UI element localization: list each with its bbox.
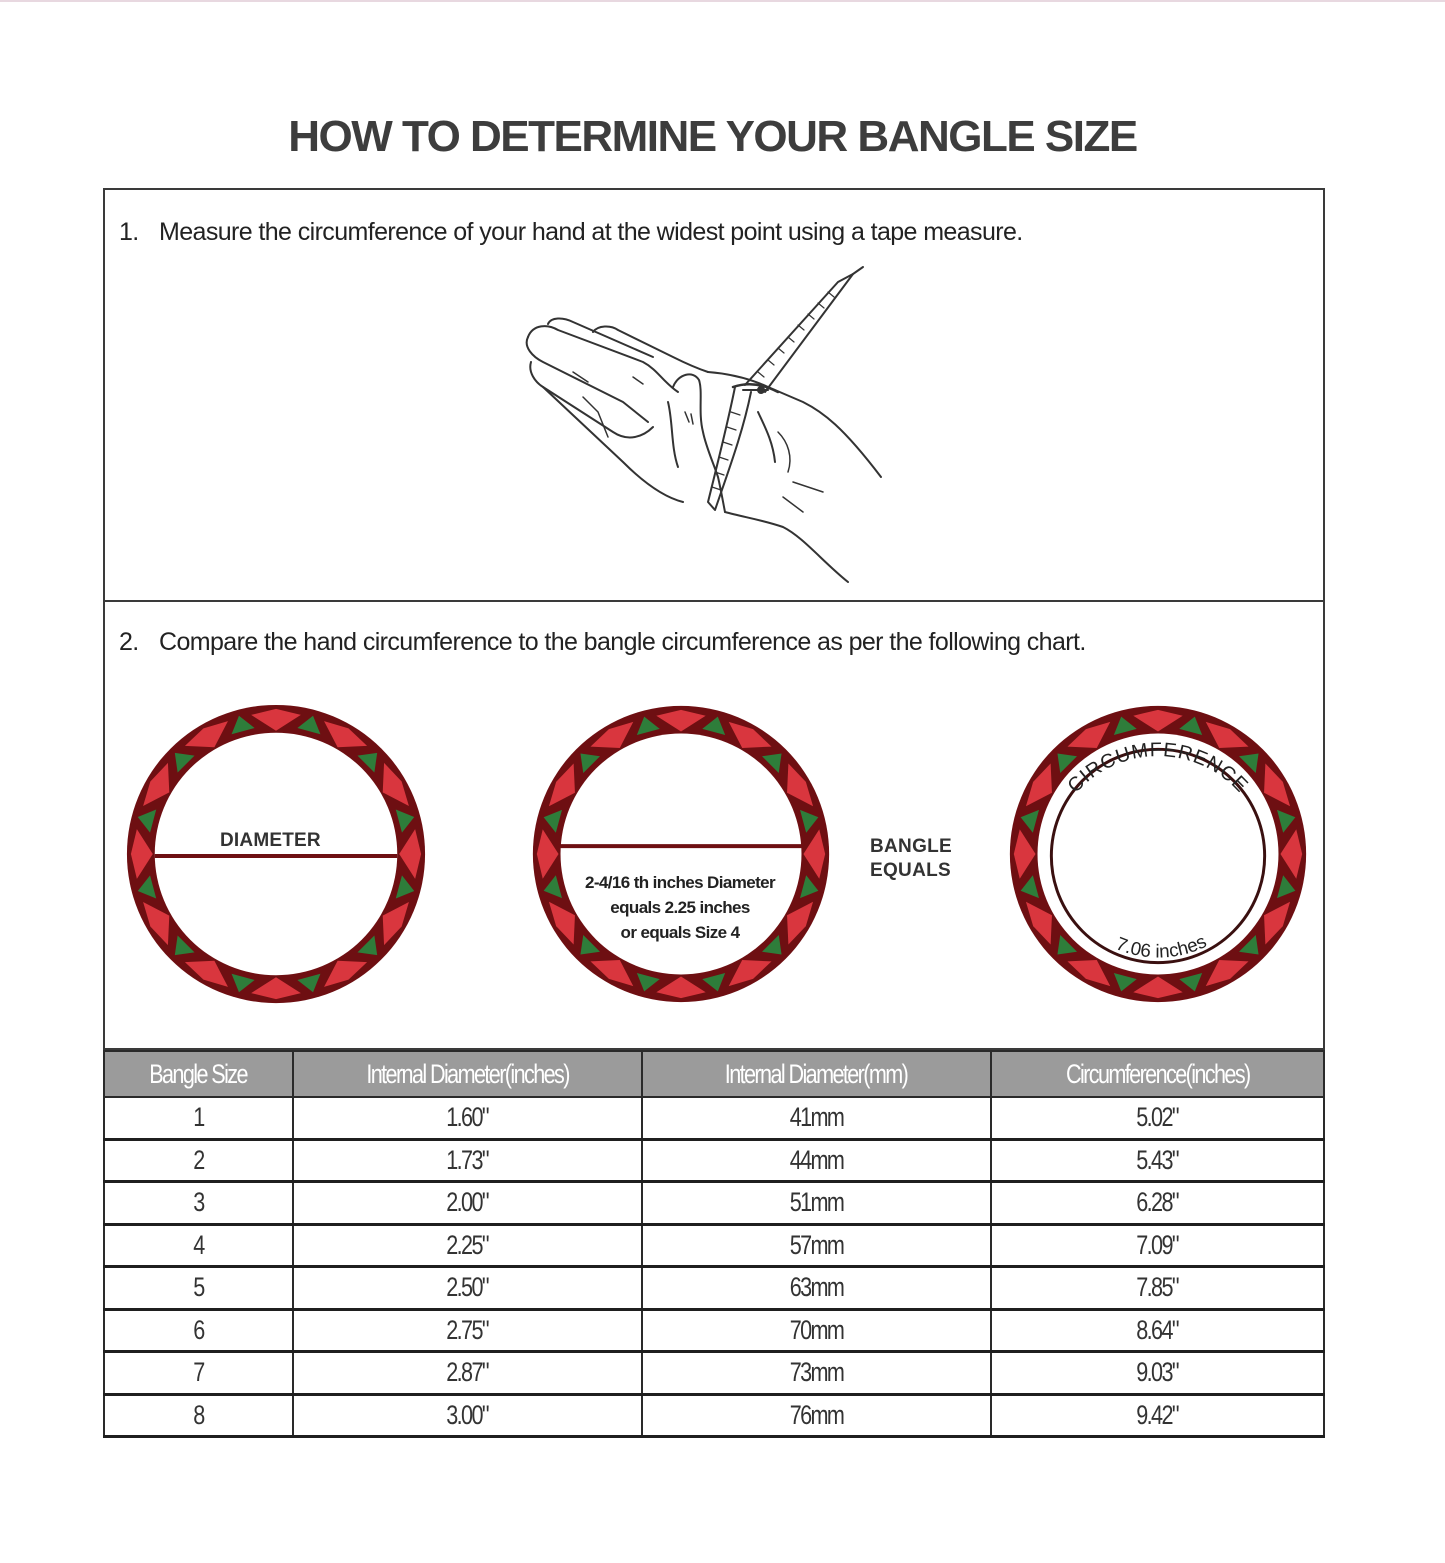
cell-diameter-mm: 73mm bbox=[641, 1350, 992, 1396]
bangle-size-table: Bangle Size Internal Diameter(inches) In… bbox=[103, 1050, 1325, 1438]
cell-diameter-inches: 2.50" bbox=[292, 1265, 643, 1311]
cell-size: 5 bbox=[103, 1265, 294, 1311]
cell-diameter-mm: 51mm bbox=[641, 1180, 992, 1226]
cell-diameter-mm: 63mm bbox=[641, 1265, 992, 1311]
cell-diameter-inches: 2.75" bbox=[292, 1308, 643, 1353]
cell-circumference: 5.02" bbox=[990, 1096, 1325, 1141]
column-header-diameter-mm: Internal Diameter(mm) bbox=[641, 1050, 992, 1098]
cell-size: 8 bbox=[103, 1393, 294, 1438]
cell-circumference: 7.85" bbox=[990, 1265, 1325, 1311]
cell-diameter-inches: 1.73" bbox=[292, 1138, 643, 1183]
column-header-bangle-size: Bangle Size bbox=[103, 1050, 294, 1098]
cell-circumference: 7.09" bbox=[990, 1223, 1325, 1268]
step-2: 2. Compare the hand circumference to the … bbox=[119, 628, 1086, 657]
cell-circumference: 5.43" bbox=[990, 1138, 1325, 1183]
step-1-section: 1. Measure the circumference of your hand… bbox=[105, 190, 1323, 602]
example-line-3: or equals Size 4 bbox=[620, 923, 741, 942]
cell-diameter-mm: 44mm bbox=[641, 1138, 992, 1183]
page-title: HOW TO DETERMINE YOUR BANGLE SIZE bbox=[288, 112, 1138, 161]
cell-diameter-inches: 2.87" bbox=[292, 1350, 643, 1396]
hand-with-tape-measure-icon bbox=[525, 266, 882, 583]
cell-diameter-inches: 2.25" bbox=[292, 1223, 643, 1268]
cell-circumference: 9.03" bbox=[990, 1350, 1325, 1396]
table-header-row: Bangle Size Internal Diameter(inches) In… bbox=[103, 1050, 1325, 1098]
cell-diameter-mm: 76mm bbox=[641, 1393, 992, 1438]
cell-size: 2 bbox=[103, 1138, 294, 1183]
cell-diameter-inches: 1.60" bbox=[292, 1096, 643, 1141]
column-header-diameter-inches: Internal Diameter(inches) bbox=[292, 1050, 643, 1098]
step-1-number: 1. bbox=[119, 218, 139, 246]
cell-size: 1 bbox=[103, 1096, 294, 1141]
cell-diameter-mm: 70mm bbox=[641, 1308, 992, 1353]
example-line-2: equals 2.25 inches bbox=[610, 898, 750, 917]
example-size-label: 2-4/16 th inches Diameter equals 2.25 in… bbox=[560, 870, 800, 945]
cell-size: 3 bbox=[103, 1180, 294, 1226]
cell-circumference: 8.64" bbox=[990, 1308, 1325, 1353]
bangle-equals-label: BANGLE EQUALS bbox=[870, 835, 952, 883]
table-row: 6 2.75" 70mm 8.64" bbox=[103, 1308, 1325, 1353]
bangle-circumference-diagram-icon: CIRCUMFERENCE 7.06 inches bbox=[1009, 705, 1307, 1003]
column-header-circumference: Circumference(inches) bbox=[990, 1050, 1325, 1098]
cell-size: 6 bbox=[103, 1308, 294, 1353]
cell-diameter-mm: 41mm bbox=[641, 1096, 992, 1141]
table-row: 7 2.87" 73mm 9.03" bbox=[103, 1350, 1325, 1396]
table-row: 2 1.73" 44mm 5.43" bbox=[103, 1138, 1325, 1183]
top-border-line bbox=[0, 0, 1445, 2]
cell-diameter-mm: 57mm bbox=[641, 1223, 992, 1268]
cell-size: 4 bbox=[103, 1223, 294, 1268]
table-row: 3 2.00" 51mm 6.28" bbox=[103, 1180, 1325, 1226]
instructions-frame: 1. Measure the circumference of your hand… bbox=[103, 188, 1325, 1050]
step-1-text: Measure the circumference of your hand a… bbox=[159, 218, 1023, 246]
table-row: 5 2.50" 63mm 7.85" bbox=[103, 1265, 1325, 1311]
step-1: 1. Measure the circumference of your hand… bbox=[119, 218, 1023, 247]
diameter-label: DIAMETER bbox=[220, 830, 321, 851]
step-2-number: 2. bbox=[119, 628, 139, 656]
cell-size: 7 bbox=[103, 1350, 294, 1396]
table-row: 1 1.60" 41mm 5.02" bbox=[103, 1096, 1325, 1141]
bangle-diameter-diagram-icon bbox=[126, 704, 426, 1004]
equals-line-2: EQUALS bbox=[870, 860, 951, 881]
cell-diameter-inches: 3.00" bbox=[292, 1393, 643, 1438]
bangle-example-diagram-icon bbox=[532, 705, 830, 1003]
cell-diameter-inches: 2.00" bbox=[292, 1180, 643, 1226]
cell-circumference: 6.28" bbox=[990, 1180, 1325, 1226]
table-row: 4 2.25" 57mm 7.09" bbox=[103, 1223, 1325, 1268]
example-line-1: 2-4/16 th inches Diameter bbox=[584, 873, 776, 892]
cell-circumference: 9.42" bbox=[990, 1393, 1325, 1438]
table-row: 8 3.00" 76mm 9.42" bbox=[103, 1393, 1325, 1438]
equals-line-1: BANGLE bbox=[870, 836, 953, 857]
step-2-text: Compare the hand circumference to the ba… bbox=[159, 628, 1086, 656]
